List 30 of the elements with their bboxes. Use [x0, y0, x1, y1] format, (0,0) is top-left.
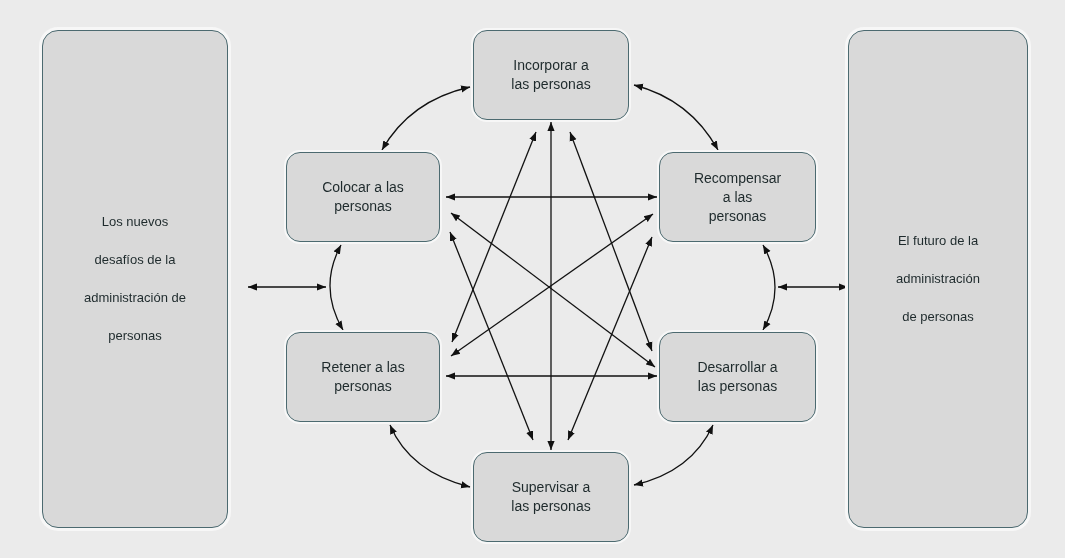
double-arrow	[381, 85, 471, 151]
double-arrow	[451, 131, 537, 343]
panel-text: El futuro de la administración de personas	[895, 232, 981, 326]
double-arrow	[633, 424, 714, 487]
side-panel	[42, 30, 228, 528]
side-panel	[848, 30, 1028, 528]
box-label: Desarrollar a las personas	[696, 358, 779, 396]
double-arrow	[389, 424, 471, 489]
process-box	[473, 30, 629, 120]
panel-text: Los nuevos desafíos de la administración de personas	[83, 213, 187, 345]
double-arrow	[449, 231, 534, 441]
process-box	[473, 452, 629, 542]
double-arrow	[569, 131, 653, 352]
box-label: Retener a las personas	[320, 358, 406, 396]
process-box	[286, 332, 440, 422]
double-arrow	[445, 193, 658, 201]
box-label: Colocar a las personas	[321, 178, 405, 216]
double-arrow	[247, 283, 327, 291]
box-label: Incorporar a las personas	[510, 56, 592, 94]
box-label: Supervisar a las personas	[510, 478, 592, 516]
double-arrow	[762, 244, 776, 331]
process-box	[659, 332, 816, 422]
double-arrow	[445, 372, 658, 380]
double-arrow	[547, 121, 555, 451]
double-arrow	[567, 236, 653, 441]
box-label: Recompensar a las personas	[693, 168, 782, 226]
double-arrow	[633, 84, 719, 151]
double-arrow	[329, 244, 344, 331]
process-box	[659, 152, 816, 242]
process-box	[286, 152, 440, 242]
